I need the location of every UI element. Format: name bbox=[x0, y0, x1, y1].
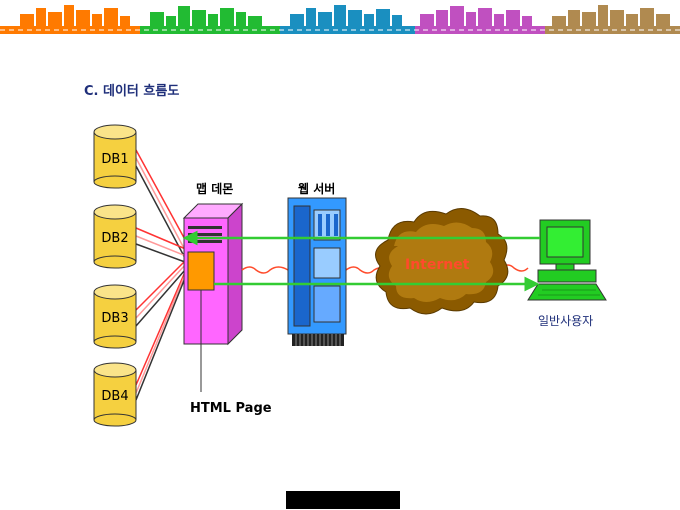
page-title: C. 데이터 흐름도 bbox=[84, 84, 180, 99]
user-computer bbox=[527, 219, 607, 301]
link-daemon-web bbox=[241, 266, 289, 274]
user-label: 일반사용자 bbox=[538, 314, 594, 328]
db2-label: DB2 bbox=[101, 231, 129, 246]
request-arrow bbox=[182, 230, 540, 246]
footer-bar bbox=[286, 491, 400, 509]
response-arrow bbox=[214, 276, 540, 292]
database-db1 bbox=[93, 124, 137, 189]
database-db4 bbox=[93, 362, 137, 427]
internet-cloud bbox=[375, 208, 509, 315]
database-db3 bbox=[93, 284, 137, 349]
html-page-label: HTML Page bbox=[190, 401, 272, 416]
db4-label: DB4 bbox=[101, 389, 129, 404]
database-db2 bbox=[93, 204, 137, 269]
map-daemon-label: 맵 데몬 bbox=[196, 182, 234, 196]
db-links bbox=[135, 149, 189, 401]
internet-label: Internet bbox=[405, 257, 470, 273]
db3-label: DB3 bbox=[101, 311, 129, 326]
db1-label: DB1 bbox=[101, 152, 129, 167]
header-skyline bbox=[0, 5, 680, 34]
web-server-label: 웹 서버 bbox=[298, 182, 336, 196]
web-server-rack bbox=[287, 197, 347, 346]
html-page-box bbox=[187, 251, 215, 291]
